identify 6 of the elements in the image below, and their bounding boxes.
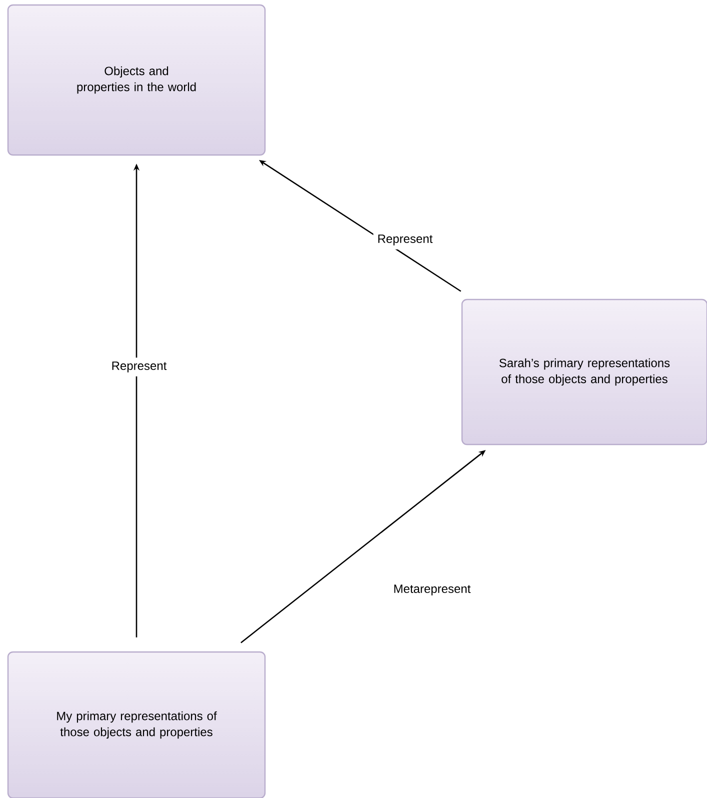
edge-label: Represent bbox=[107, 358, 171, 376]
process-box: Sarah’s primary representations of those objects and properties bbox=[461, 298, 707, 446]
process-box: Objects and properties in the world bbox=[7, 4, 266, 156]
edge-label: Represent bbox=[373, 230, 437, 250]
edge-label: Metarepresent bbox=[389, 580, 475, 600]
process-box: My primary representations of those objects and properties bbox=[7, 651, 266, 798]
